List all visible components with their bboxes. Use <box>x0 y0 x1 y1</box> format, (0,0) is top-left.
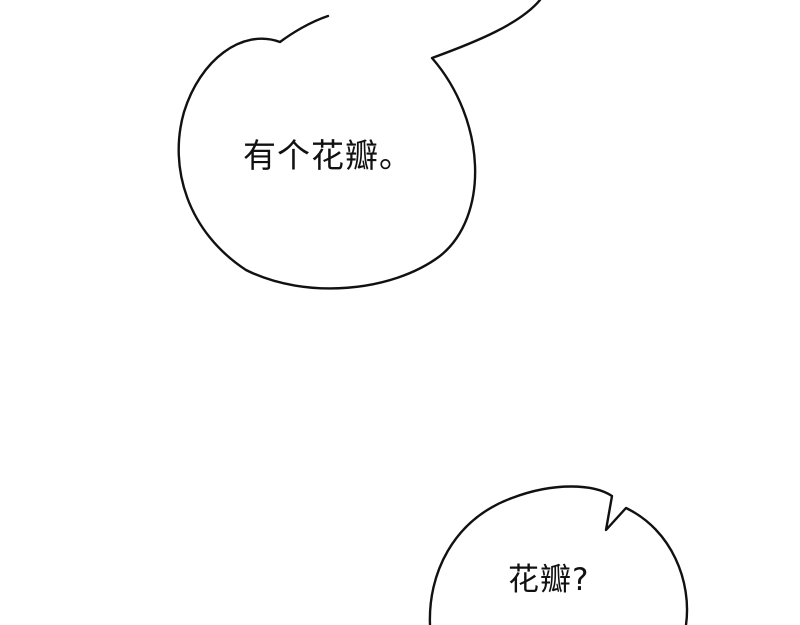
speech-bubble-1-outline <box>177 0 542 290</box>
speech-bubble-2-outline <box>428 485 689 625</box>
speech-bubble-2-text: 花瓣? <box>508 562 590 598</box>
speech-bubble-1-text: 有个花瓣。 <box>243 136 413 175</box>
